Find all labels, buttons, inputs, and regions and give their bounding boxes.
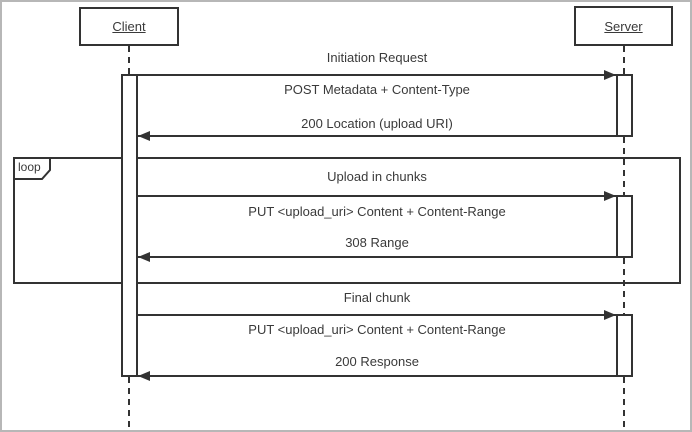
server-activation-bar-1 [616, 74, 633, 137]
client-lifeline-upper [128, 46, 130, 76]
message-line-308-range [138, 256, 616, 258]
arrowhead-left-icon [138, 131, 150, 141]
actor-box-client: Client [79, 7, 179, 46]
arrowhead-left-icon [138, 252, 150, 262]
client-lifeline-lower [128, 377, 130, 430]
message-line-initiation-request [138, 74, 616, 76]
loop-operator-label: loop [18, 160, 41, 174]
message-label-initiation-request: Initiation Request [326, 50, 428, 65]
arrowhead-right-icon [604, 191, 616, 201]
loop-fragment-frame [13, 157, 681, 284]
message-label-put-final: PUT <upload_uri> Content + Content-Range [248, 322, 506, 337]
server-lifeline-segment-3 [623, 258, 625, 315]
server-lifeline-segment-2 [623, 137, 625, 197]
arrowhead-right-icon [604, 70, 616, 80]
actor-box-server: Server [574, 6, 673, 46]
arrowhead-right-icon [604, 310, 616, 320]
server-activation-bar-2 [616, 195, 633, 258]
client-activation-bar [121, 74, 138, 377]
message-line-put-chunk [138, 195, 616, 197]
message-line-200-response [138, 375, 616, 377]
actor-label-server: Server [604, 18, 643, 34]
message-label-200-response: 200 Response [335, 354, 419, 369]
actor-label-client: Client [112, 19, 146, 34]
arrowhead-left-icon [138, 371, 150, 381]
server-lifeline-segment-1 [623, 46, 625, 76]
loop-pentagon-icon [13, 157, 51, 180]
message-label-200-location: 200 Location (upload URI) [301, 116, 453, 131]
message-label-post-metadata: POST Metadata + Content-Type [284, 82, 470, 97]
message-label-upload-in-chunks: Upload in chunks [327, 169, 427, 184]
server-lifeline-segment-4 [623, 377, 625, 430]
message-line-200-location [138, 135, 616, 137]
message-label-put-chunk: PUT <upload_uri> Content + Content-Range [248, 204, 506, 219]
loop-operator-tag: loop [13, 157, 53, 181]
message-label-308-range: 308 Range [345, 235, 409, 250]
message-label-final-chunk: Final chunk [343, 290, 411, 305]
message-line-put-final [138, 314, 616, 316]
server-activation-bar-3 [616, 314, 633, 377]
